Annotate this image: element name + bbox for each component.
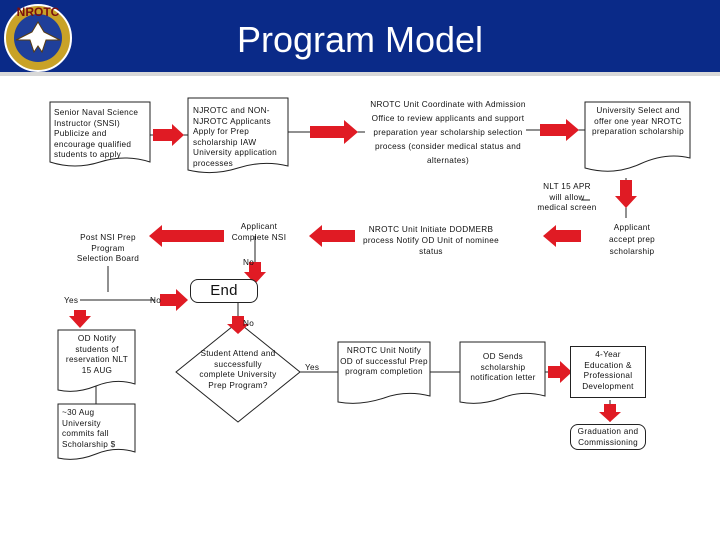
initiate-dodmerb-node: NROTC Unit Initiate DODMERB process Noti… [363,225,499,256]
shape-university-select [584,101,691,172]
arrow-board-yes [69,310,91,328]
shape-notify-students [57,329,136,392]
arrow-snsi-to-applicants [153,124,184,146]
shape-commits [57,403,136,460]
arrow-send-to-four-year [548,361,572,383]
applicants-node: NJROTC and NON-NJROTC Applicants Apply f… [193,106,277,168]
shape-notify-od [337,341,431,404]
arrow-four-year-down [599,404,621,422]
label-yes-board: Yes [64,296,79,305]
label-no-board: No [150,296,162,305]
arrow-end-to-attend [227,316,249,334]
shape-attend [175,321,301,423]
commits-node: ~30 Aug University commits fall Scholars… [62,408,116,449]
label-yes-attend: Yes [305,363,320,372]
selection-board-node: Post NSI Prep Program Selection Board [76,233,140,264]
arrow-board-no [160,289,188,311]
send-letter-node: OD Sends scholarship notification letter [470,352,536,383]
nlt-screen-note: NLT 15 APR will allow medical screen [537,182,597,213]
red-arrows [69,119,637,422]
label-no-complete: No [243,258,255,267]
shape-send-letter [459,341,546,404]
accept-node: Applicant accept prep scholarship [608,223,656,256]
notify-students-node: OD Notify students of reservation NLT 15… [65,334,129,375]
arrow-coordinate-to-university [540,119,579,141]
banner-divider [0,72,720,76]
snsi-node: Senior Naval Science Instructor (SNSI) P… [54,108,139,160]
arrow-applicants-to-coordinate [310,120,358,144]
shape-snsi [49,101,151,167]
logo-text: NROTC [17,5,60,19]
shape-applicants [187,97,289,174]
arrow-complete-to-end [244,262,266,284]
graduation-node: Graduation and Commissioning [570,424,646,450]
arrow-university-down [615,180,637,208]
slide-title: Program Model [236,19,484,60]
notify-od-node: NROTC Unit Notify OD of successful Prep … [340,346,428,377]
arrow-initiate-to-complete [309,225,355,247]
arrow-screen-to-initiate [543,225,581,247]
nrotc-eagle-emblem-icon: NROTC [4,4,72,72]
complete-nsi-node: Applicant Complete NSI [231,222,287,242]
title-banner [0,0,720,72]
attend-node: Student Attend and successfully complete… [199,349,277,390]
label-no-end: No [243,319,255,328]
four-year-node: 4-Year Education & Professional Developm… [570,346,646,398]
arrow-complete-to-board [149,225,224,247]
university-select-node: University Select and offer one year NRO… [591,106,684,137]
coordinate-node: NROTC Unit Coordinate with Admission Off… [370,100,526,165]
end-node: End [190,279,258,303]
